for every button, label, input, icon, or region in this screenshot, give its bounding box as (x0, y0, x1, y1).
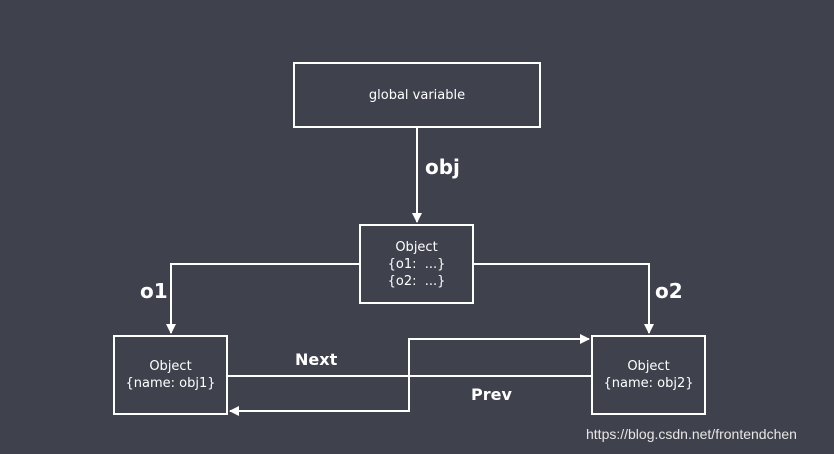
edge-next-arrow (228, 334, 590, 377)
obj1-box: Object {name: obj1} (113, 335, 228, 415)
edge-o1-arrow (166, 263, 359, 334)
edge-label-o1: o1 (140, 279, 168, 303)
obj2-title: Object (627, 359, 670, 374)
edge-prev-arrow (229, 375, 591, 416)
root-object-box: Object {o1: ...} {o2: ...} (359, 224, 474, 304)
obj2-box: Object {name: obj2} (591, 335, 706, 415)
global-variable-label: global variable (368, 87, 466, 103)
root-object-prop-o2: {o2: ...} (387, 273, 446, 289)
obj2-name: {name: obj2} (603, 376, 694, 391)
obj1-title: Object (149, 359, 192, 374)
root-object-title: Object (395, 239, 438, 255)
watermark-url: https://blog.csdn.net/frontendchen (586, 426, 797, 442)
edge-label-o2: o2 (655, 279, 683, 303)
root-object-prop-o1: {o1: ...} (387, 256, 446, 272)
edge-label-prev: Prev (471, 385, 512, 404)
edge-label-next: Next (295, 350, 338, 369)
edge-label-obj: obj (425, 155, 460, 179)
obj1-name: {name: obj1} (125, 376, 216, 391)
global-variable-box: global variable (293, 62, 541, 128)
edge-o2-arrow (474, 263, 654, 334)
